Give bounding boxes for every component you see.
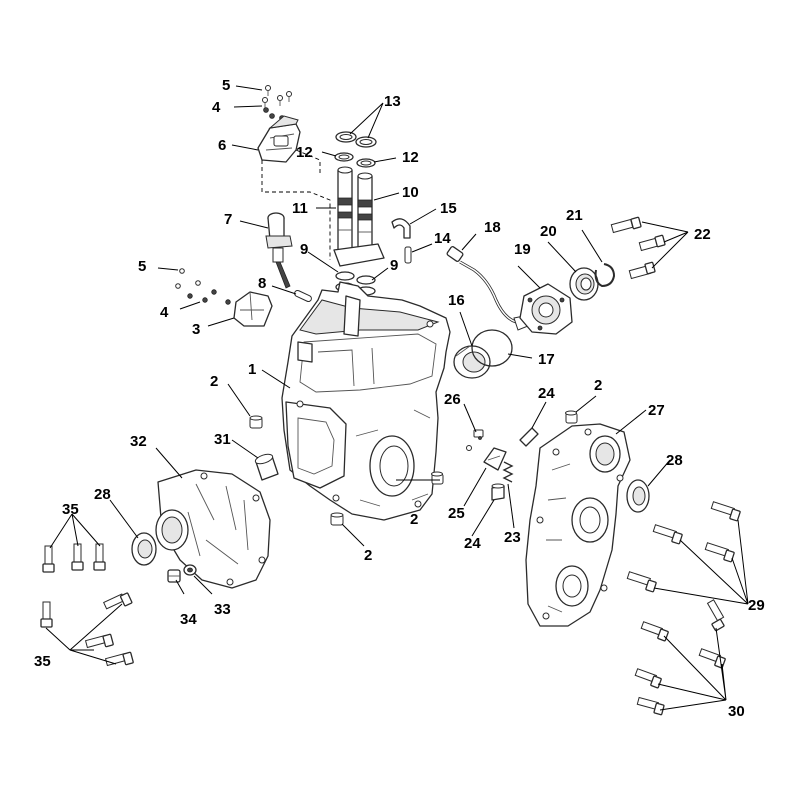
part-screws-top-5	[262, 85, 292, 108]
callout-24-top: 24	[538, 385, 555, 402]
part-pin-8	[294, 289, 312, 303]
callout-30: 30	[728, 703, 745, 720]
callout-2-housing: 2	[410, 511, 418, 528]
callout-2-left: 2	[210, 373, 218, 390]
callout-8: 8	[258, 275, 266, 292]
part-washers-left-4	[187, 289, 231, 305]
callout-7: 7	[224, 211, 232, 228]
callout-15: 15	[440, 200, 457, 217]
part-block-25	[483, 447, 507, 471]
callout-22: 22	[694, 226, 711, 243]
callout-32: 32	[130, 433, 147, 450]
callout-24-bottom: 24	[464, 535, 481, 552]
part-dowel-2d	[565, 410, 578, 424]
part-washer-33	[183, 564, 197, 576]
part-flange-19	[519, 283, 573, 335]
callout-2-right-cover: 2	[594, 377, 602, 394]
part-bolt-22b	[638, 234, 666, 252]
dashed-guide-cover	[261, 149, 331, 260]
callout-12-right: 12	[402, 149, 419, 166]
callout-20: 20	[540, 223, 557, 240]
part-pin-14	[404, 246, 412, 264]
part-bolts-35	[40, 543, 134, 667]
callout-31: 31	[214, 431, 231, 448]
callout-3: 3	[192, 321, 200, 338]
part-seals-13	[335, 131, 377, 148]
part-dowel-2a	[249, 415, 263, 429]
callout-4-top: 4	[212, 99, 221, 116]
part-bolt-22a	[610, 216, 642, 234]
callout-27: 27	[648, 402, 665, 419]
part-spring-23	[502, 461, 514, 483]
callout-29: 29	[748, 597, 765, 614]
part-shaft-linkage	[333, 243, 385, 267]
part-dowel-2b	[431, 471, 444, 485]
callout-5-top: 5	[222, 77, 230, 94]
callout-10: 10	[402, 184, 419, 201]
part-dowel-2c	[330, 512, 344, 526]
callout-25: 25	[448, 505, 465, 522]
callout-12-left: 12	[296, 144, 313, 161]
callout-11: 11	[292, 200, 308, 217]
part-bolts-29	[626, 501, 741, 593]
part-tube-15	[391, 218, 411, 239]
part-rear-cover-27	[525, 423, 631, 627]
callout-35-top: 35	[62, 501, 79, 518]
part-circlip-21	[594, 263, 615, 287]
part-sleeve-31	[254, 453, 279, 481]
callout-28-left: 28	[94, 486, 111, 503]
callout-26: 26	[444, 391, 461, 408]
callout-33: 33	[214, 601, 231, 618]
callout-2-bottom: 2	[364, 547, 372, 564]
part-cable-18	[446, 246, 529, 331]
callout-9-right: 9	[390, 257, 398, 274]
part-sensor-7	[265, 212, 293, 289]
callout-17: 17	[538, 351, 555, 368]
leader-lines	[45, 85, 749, 711]
callout-6: 6	[218, 137, 226, 154]
part-plunger-24a	[519, 427, 539, 447]
part-bracket-3	[233, 291, 273, 327]
part-shaft-11	[337, 166, 353, 261]
callout-labels: 5 4 6 13 12 12 10 11 15 14 18 20 21 22 7…	[34, 77, 765, 720]
part-plug-34	[167, 569, 181, 583]
callout-14: 14	[434, 230, 451, 247]
callout-9-left: 9	[300, 241, 308, 258]
part-screw-26	[466, 429, 484, 451]
part-bearing-20	[569, 267, 599, 301]
callout-19: 19	[514, 241, 531, 258]
callout-5-left: 5	[138, 258, 146, 275]
part-seal-28-right	[626, 479, 650, 513]
part-oring-17	[471, 329, 513, 367]
callout-18: 18	[484, 219, 501, 236]
callout-13: 13	[384, 93, 401, 110]
part-rings-12	[334, 152, 376, 168]
callout-1: 1	[248, 361, 256, 378]
callout-23: 23	[504, 529, 521, 546]
callout-35-bottom: 35	[34, 653, 51, 670]
callout-4-left: 4	[160, 304, 169, 321]
part-front-cover-32	[155, 469, 271, 589]
callout-21: 21	[566, 207, 583, 224]
part-seal-28-left	[131, 532, 157, 566]
part-housing-1	[281, 281, 451, 521]
part-plunger-24b	[491, 483, 505, 501]
callout-28-right: 28	[666, 452, 683, 469]
callout-16: 16	[448, 292, 465, 309]
part-bolts-30	[634, 599, 726, 716]
part-bolt-22c	[628, 261, 656, 280]
part-cover-6	[257, 115, 301, 163]
callout-34: 34	[180, 611, 197, 628]
part-screws-left-5	[175, 268, 201, 289]
